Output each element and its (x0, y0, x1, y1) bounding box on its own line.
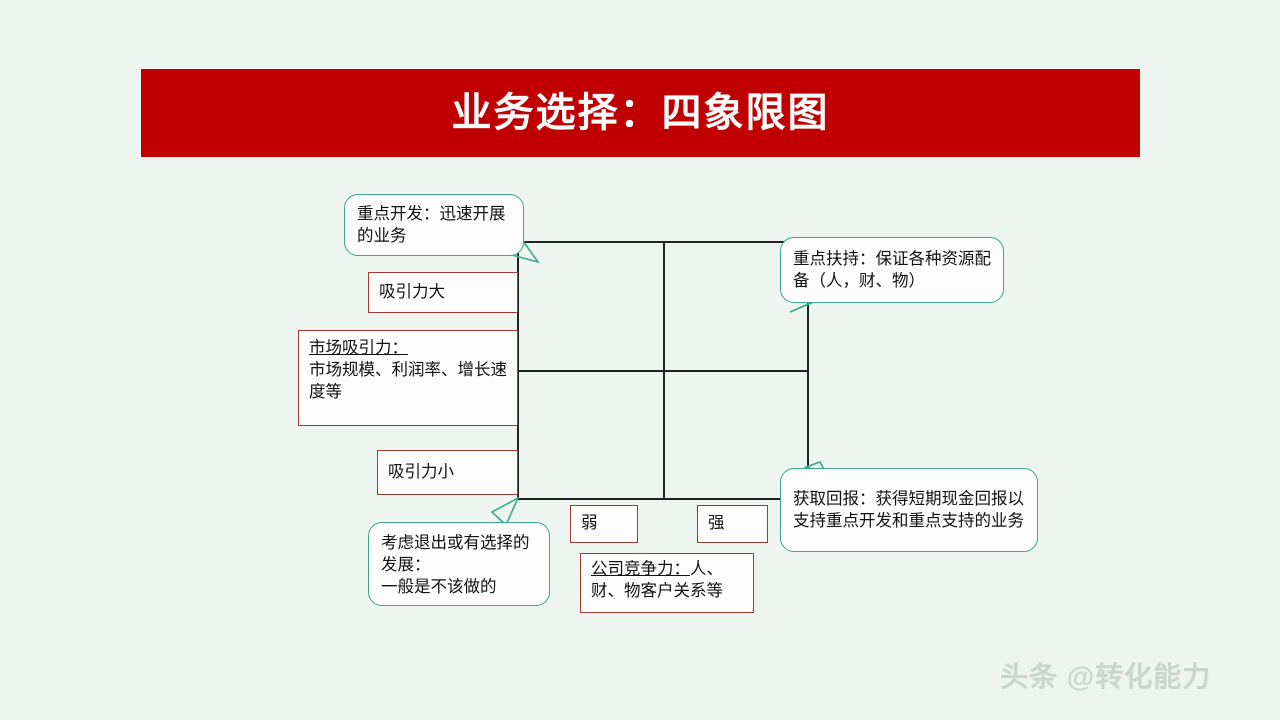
title-banner: 业务选择：四象限图 (141, 69, 1140, 157)
company-competitiveness-block: 公司竞争力：人、 财、物客户关系等 (591, 559, 743, 603)
label-box-competitiveness-weak: 弱 (570, 505, 638, 543)
callout-focus-development: 重点开发：迅速开展的业务 (344, 194, 524, 256)
market-attractiveness-title: 市场吸引力： (309, 339, 408, 357)
label-box-attractiveness-high: 吸引力大 (368, 272, 518, 313)
callout-harvest-returns: 获取回报：获得短期现金回报以支持重点开发和重点支持的业务 (780, 468, 1038, 552)
competitiveness-body-line2: 财、物客户关系等 (591, 581, 723, 600)
callout-exit-selective: 考虑退出或有选择的发展： 一般是不该做的 (368, 522, 550, 606)
callout-tail-top-right (789, 300, 817, 313)
market-attractiveness-block: 市场吸引力： 市场规模、利润率、增长速度等 (309, 338, 507, 403)
competitiveness-body-line1: 人、 (690, 560, 723, 578)
callout-harvest-returns-text: 获取回报：获得短期现金回报以支持重点开发和重点支持的业务 (793, 489, 1024, 530)
callout-exit-line1: 考虑退出或有选择的发展： (381, 534, 530, 575)
watermark: 头条 @转化能力 (1000, 661, 1212, 692)
callout-priority-support: 重点扶持：保证各种资源配备（人，财、物） (780, 237, 1004, 303)
attractiveness-low-text: 吸引力小 (388, 462, 454, 481)
callout-tail-bottom-left (490, 496, 520, 527)
callout-focus-development-text: 重点开发：迅速开展的业务 (357, 204, 506, 245)
callout-priority-support-text: 重点扶持：保证各种资源配备（人，财、物） (793, 249, 991, 290)
label-box-market-attractiveness: 市场吸引力： 市场规模、利润率、增长速度等 (298, 330, 518, 426)
label-box-competitiveness-strong: 强 (697, 505, 768, 543)
market-attractiveness-body: 市场规模、利润率、增长速度等 (309, 360, 507, 401)
competitiveness-title: 公司竞争力： (591, 560, 690, 578)
attractiveness-high-text: 吸引力大 (379, 282, 445, 301)
label-box-company-competitiveness: 公司竞争力：人、 财、物客户关系等 (580, 553, 754, 613)
competitiveness-strong-text: 强 (708, 514, 725, 533)
page-title: 业务选择：四象限图 (451, 91, 830, 135)
callout-exit-selective-block: 考虑退出或有选择的发展： 一般是不该做的 (381, 532, 537, 598)
callout-exit-line2: 一般是不该做的 (381, 578, 497, 597)
label-box-attractiveness-low: 吸引力小 (377, 450, 518, 495)
competitiveness-weak-text: 弱 (581, 514, 598, 533)
